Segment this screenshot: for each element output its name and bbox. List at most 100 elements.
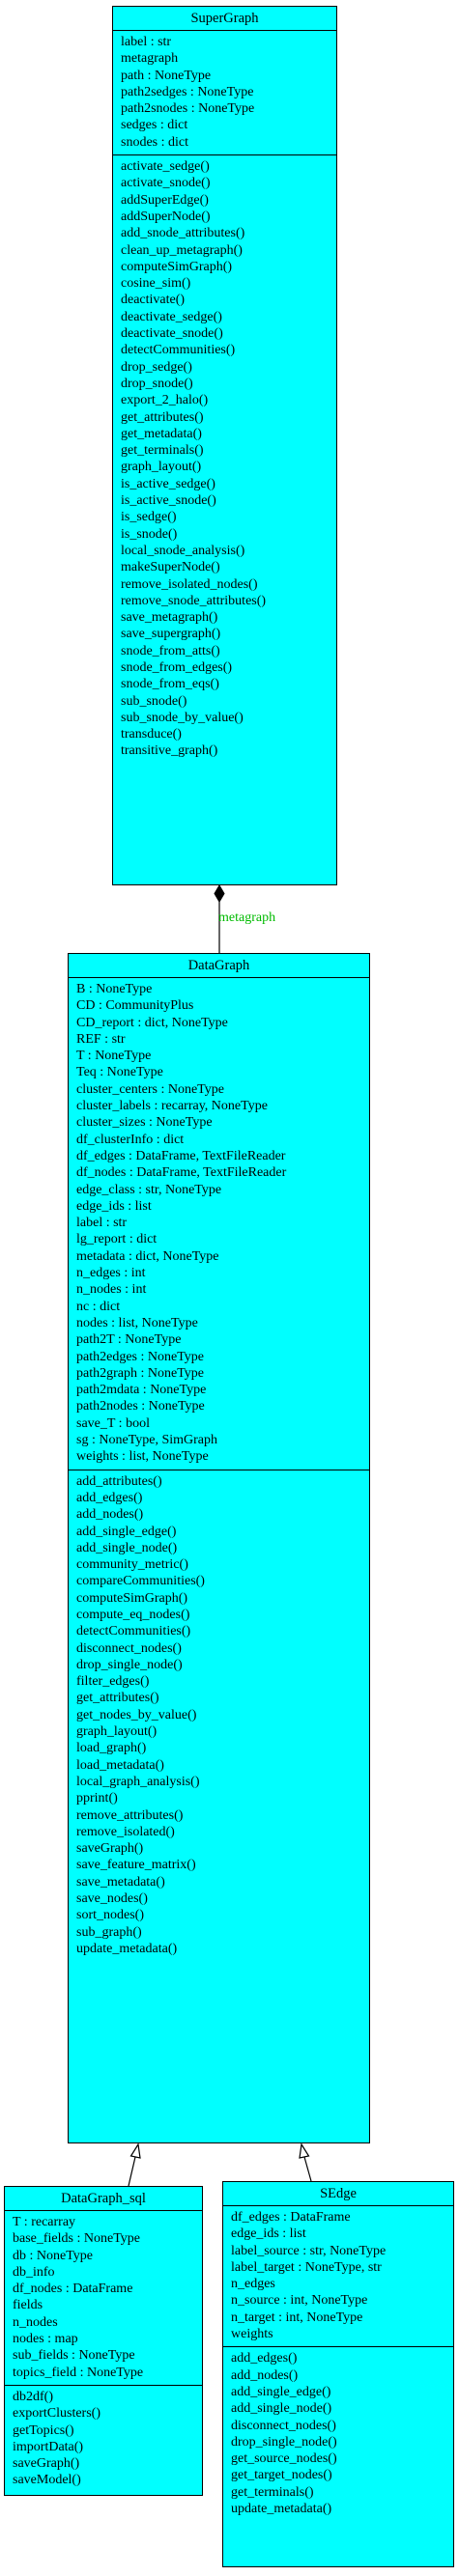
attribute: weights xyxy=(231,2327,273,2342)
method: sub_snode() xyxy=(121,693,187,709)
method: pprint() xyxy=(76,1791,118,1806)
attribute: edge_ids : list xyxy=(76,1198,152,1214)
method: get_source_nodes() xyxy=(231,2451,337,2467)
method: exportClusters() xyxy=(13,2406,100,2422)
method: computeSimGraph() xyxy=(76,1590,188,1606)
attribute: df_edges : DataFrame, TextFileReader xyxy=(76,1148,286,1163)
attribute: edge_ids : list xyxy=(231,2226,306,2242)
methods-section: add_edges()add_nodes()add_single_edge()a… xyxy=(223,2347,453,2521)
inheritance-line-sedge xyxy=(303,2156,312,2182)
method: remove_snode_attributes() xyxy=(121,593,267,608)
attribute: n_nodes : int xyxy=(76,1282,147,1298)
inheritance-arrow-sedge xyxy=(299,2142,310,2159)
method: load_metadata() xyxy=(76,1757,164,1773)
method: save_feature_matrix() xyxy=(76,1858,196,1873)
attribute: path2graph : NoneType xyxy=(76,1365,204,1381)
method: deactivate() xyxy=(121,293,186,308)
composition-diamond xyxy=(214,884,225,903)
attribute: n_target : int, NoneType xyxy=(231,2310,363,2325)
attribute: sg : NoneType, SimGraph xyxy=(76,1433,218,1448)
method: sort_nodes() xyxy=(76,1908,144,1923)
class-name: DataGraph xyxy=(69,954,369,978)
attribute: T : recarray xyxy=(13,2215,76,2229)
method: saveGraph() xyxy=(76,1841,144,1857)
method: addSuperEdge() xyxy=(121,192,209,208)
method: add_attributes() xyxy=(76,1473,162,1489)
method: save_supergraph() xyxy=(121,627,221,642)
method: local_graph_analysis() xyxy=(76,1774,200,1789)
method: add_edges() xyxy=(76,1490,143,1505)
method: detectCommunities() xyxy=(76,1624,191,1639)
method: drop_snode() xyxy=(121,376,193,391)
inheritance-line-datagraph-sql xyxy=(128,2156,136,2187)
inheritance-arrow-datagraph-sql xyxy=(129,2142,141,2159)
attribute: path2mdata : NoneType xyxy=(76,1383,207,1398)
attribute: T : NoneType xyxy=(76,1049,152,1064)
methods-section: activate_sedge()activate_snode()addSuper… xyxy=(113,155,336,764)
attribute: weights : list, NoneType xyxy=(76,1449,209,1465)
method: graph_layout() xyxy=(121,460,202,475)
method: sub_snode_by_value() xyxy=(121,710,244,725)
method: add_single_edge() xyxy=(231,2384,331,2399)
method: get_terminals() xyxy=(121,443,204,459)
method: add_edges() xyxy=(231,2351,298,2366)
method: computeSimGraph() xyxy=(121,259,233,274)
method: save_metadata() xyxy=(76,1874,165,1890)
method: addSuperNode() xyxy=(121,209,211,224)
method: sub_graph() xyxy=(76,1924,142,1940)
attribute: snodes : dict xyxy=(121,134,188,150)
attribute: sedges : dict xyxy=(121,118,188,133)
attribute: path2T : NoneType xyxy=(76,1332,182,1348)
attribute: df_nodes : DataFrame, TextFileReader xyxy=(76,1165,287,1181)
method: detectCommunities() xyxy=(121,343,236,358)
method: snode_from_edges() xyxy=(121,659,233,675)
method: deactivate_snode() xyxy=(121,326,223,342)
method: save_nodes() xyxy=(76,1891,148,1907)
method: add_nodes() xyxy=(76,1507,144,1523)
attribute: df_edges : DataFrame xyxy=(231,2210,351,2225)
attribute: cluster_centers : NoneType xyxy=(76,1081,224,1097)
method: saveModel() xyxy=(13,2473,81,2488)
attribute: sub_fields : NoneType xyxy=(13,2348,135,2364)
method: remove_isolated() xyxy=(76,1824,175,1839)
method: is_active_sedge() xyxy=(121,476,215,491)
method: importData() xyxy=(13,2439,84,2454)
method: get_terminals() xyxy=(231,2484,314,2500)
attribute: fields xyxy=(13,2298,43,2313)
method: update_metadata() xyxy=(231,2502,332,2517)
attribute: n_source : int, NoneType xyxy=(231,2293,368,2309)
method: remove_isolated_nodes() xyxy=(121,576,258,592)
attribute: path2sedges : NoneType xyxy=(121,84,254,99)
attribute: topics_field : NoneType xyxy=(13,2365,144,2380)
method: drop_single_node() xyxy=(76,1657,183,1672)
method: transduce() xyxy=(121,727,182,742)
method: cosine_sim() xyxy=(121,276,191,292)
attribute: n_edges xyxy=(231,2277,275,2292)
attribute: nodes : map xyxy=(13,2332,78,2347)
attribute: label : str xyxy=(76,1216,128,1231)
attribute: metadata : dict, NoneType xyxy=(76,1248,219,1264)
attribute: db : NoneType xyxy=(13,2248,94,2263)
attribute: n_nodes xyxy=(13,2314,58,2330)
method: add_single_node() xyxy=(231,2401,332,2417)
method: update_metadata() xyxy=(76,1941,178,1956)
attribute: label : str xyxy=(121,35,172,49)
methods-section: db2df()exportClusters()getTopics()import… xyxy=(5,2386,202,2493)
method: saveGraph() xyxy=(13,2456,80,2472)
attribute: CD_report : dict, NoneType xyxy=(76,1015,228,1030)
method: export_2_halo() xyxy=(121,393,209,408)
method: disconnect_nodes() xyxy=(231,2418,336,2433)
attribute: path2nodes : NoneType xyxy=(76,1399,205,1414)
method: is_sedge() xyxy=(121,510,177,525)
attribute: lg_report : dict xyxy=(76,1232,158,1247)
method: get_target_nodes() xyxy=(231,2468,332,2483)
method: add_nodes() xyxy=(231,2367,299,2383)
attribute: cluster_labels : recarray, NoneType xyxy=(76,1099,268,1114)
